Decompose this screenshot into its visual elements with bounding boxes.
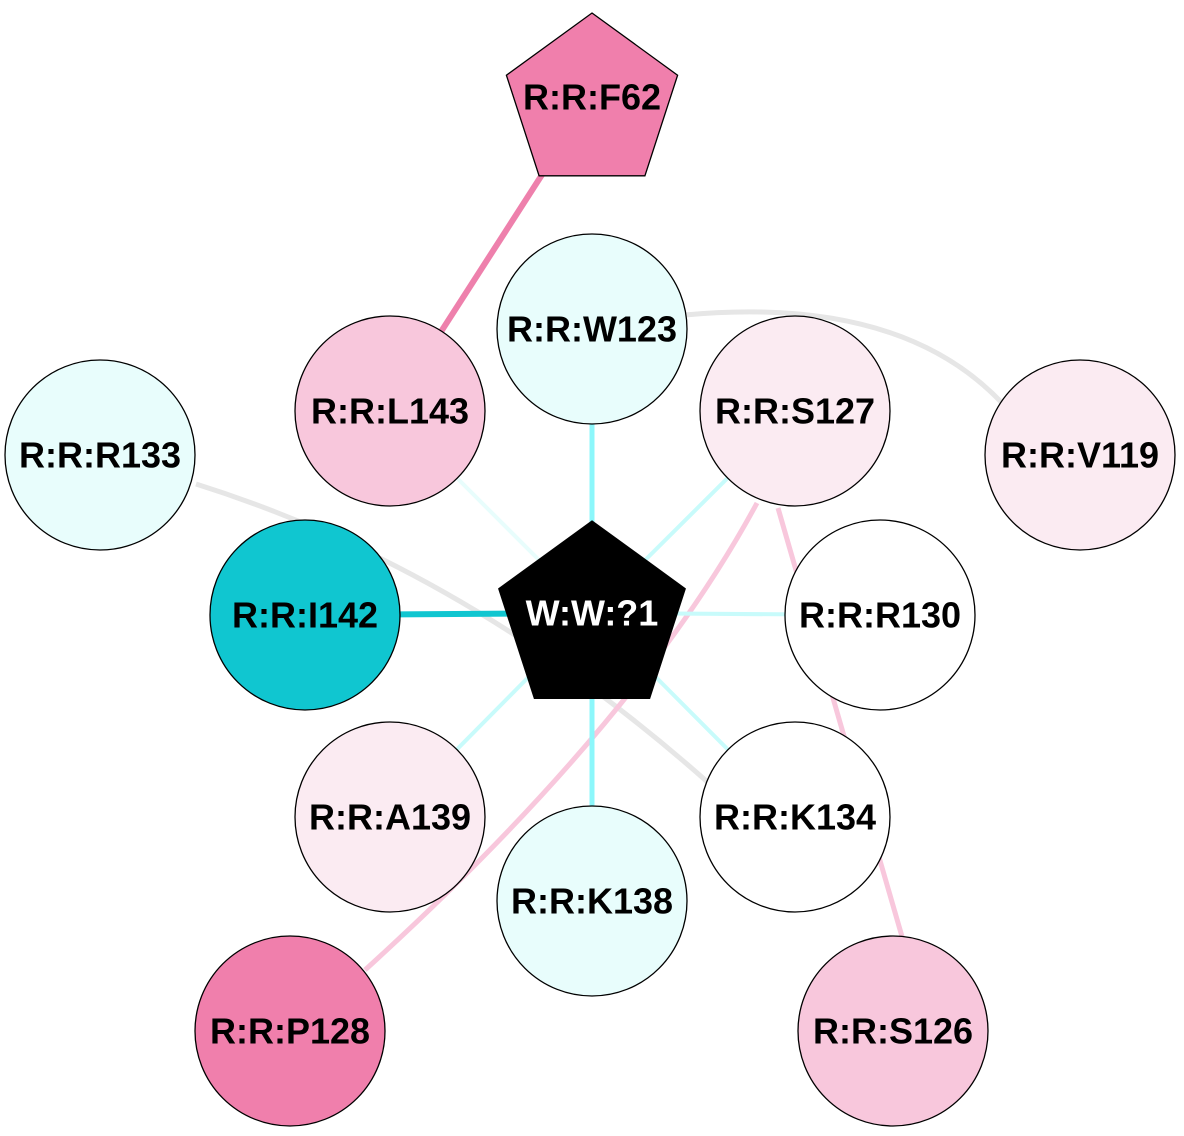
node-label: R:R:S126: [813, 1011, 973, 1052]
edge-s127-s126: [775, 507, 906, 941]
circle-node-shape: [784, 519, 976, 711]
node-label: R:R:A139: [309, 797, 471, 838]
edge-s127-p128: [363, 501, 760, 972]
node-p128[interactable]: R:R:P128: [194, 935, 386, 1127]
node-s126[interactable]: R:R:S126: [797, 935, 989, 1127]
node-label: R:R:V119: [1001, 435, 1159, 476]
circle-node-shape: [294, 315, 486, 507]
circle-node-shape: [209, 519, 401, 711]
node-k138[interactable]: R:R:K138: [496, 805, 688, 997]
node-label: R:R:R130: [799, 595, 961, 636]
node-label: R:R:F62: [523, 77, 661, 118]
circle-node-shape: [294, 721, 486, 913]
node-k134[interactable]: R:R:K134: [699, 721, 891, 913]
circle-node-shape: [984, 359, 1176, 551]
edge-w123-v119: [684, 309, 1004, 405]
circle-node-shape: [194, 935, 386, 1127]
node-label: R:R:P128: [210, 1011, 370, 1052]
node-label: R:R:W123: [507, 309, 677, 350]
node-i142[interactable]: R:R:I142: [209, 519, 401, 711]
node-label: R:R:I142: [232, 595, 378, 636]
node-l143[interactable]: R:R:L143: [294, 315, 486, 507]
node-label: R:R:K138: [511, 881, 673, 922]
node-label: R:R:S127: [715, 391, 875, 432]
node-v119[interactable]: R:R:V119: [984, 359, 1176, 551]
circle-node-shape: [797, 935, 989, 1127]
node-r133[interactable]: R:R:R133: [4, 359, 196, 551]
node-w123[interactable]: R:R:W123: [496, 233, 688, 425]
circle-node-shape: [4, 359, 196, 551]
node-label: W:W:?1: [526, 593, 659, 634]
node-label: R:R:L143: [311, 391, 469, 432]
node-f62[interactable]: R:R:F62: [505, 12, 679, 177]
node-s127[interactable]: R:R:S127: [699, 315, 891, 507]
node-label: R:R:R133: [19, 435, 181, 476]
node-label: R:R:K134: [714, 797, 876, 838]
node-r130[interactable]: R:R:R130: [784, 519, 976, 711]
circle-node-shape: [496, 233, 688, 425]
node-w1[interactable]: W:W:?1: [498, 520, 686, 699]
pentagon-node-shape: [505, 12, 679, 177]
circle-node-shape: [699, 315, 891, 507]
edge-r133-k134: [195, 481, 714, 788]
circle-node-shape: [496, 805, 688, 997]
circle-node-shape: [699, 721, 891, 913]
node-a139[interactable]: R:R:A139: [294, 721, 486, 913]
pentagon-node-shape: [498, 520, 686, 699]
